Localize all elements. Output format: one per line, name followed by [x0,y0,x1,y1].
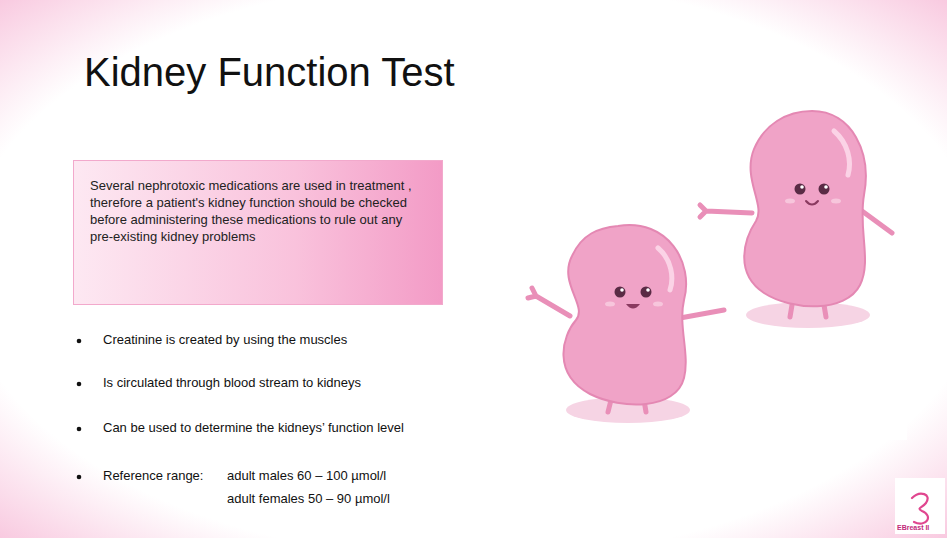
box-text: Several nephrotoxic medications are used… [90,177,428,245]
logo-text: EBreast II [897,524,929,531]
slide-title: Kidney Function Test [84,50,455,95]
bullet-text: Is circulated through blood stream to ki… [103,375,361,390]
reference-value: adult males 60 – 100 µmol/l [227,468,386,483]
bullet-text: Can be used to determine the kidneys’ fu… [103,420,404,435]
info-box: Several nephrotoxic medications are used… [73,160,443,305]
bullet-text: Creatinine is created by using the muscl… [103,332,347,347]
reference-label: Reference range: [103,468,203,483]
reference-value: adult females 50 – 90 µmol/l [227,491,390,506]
